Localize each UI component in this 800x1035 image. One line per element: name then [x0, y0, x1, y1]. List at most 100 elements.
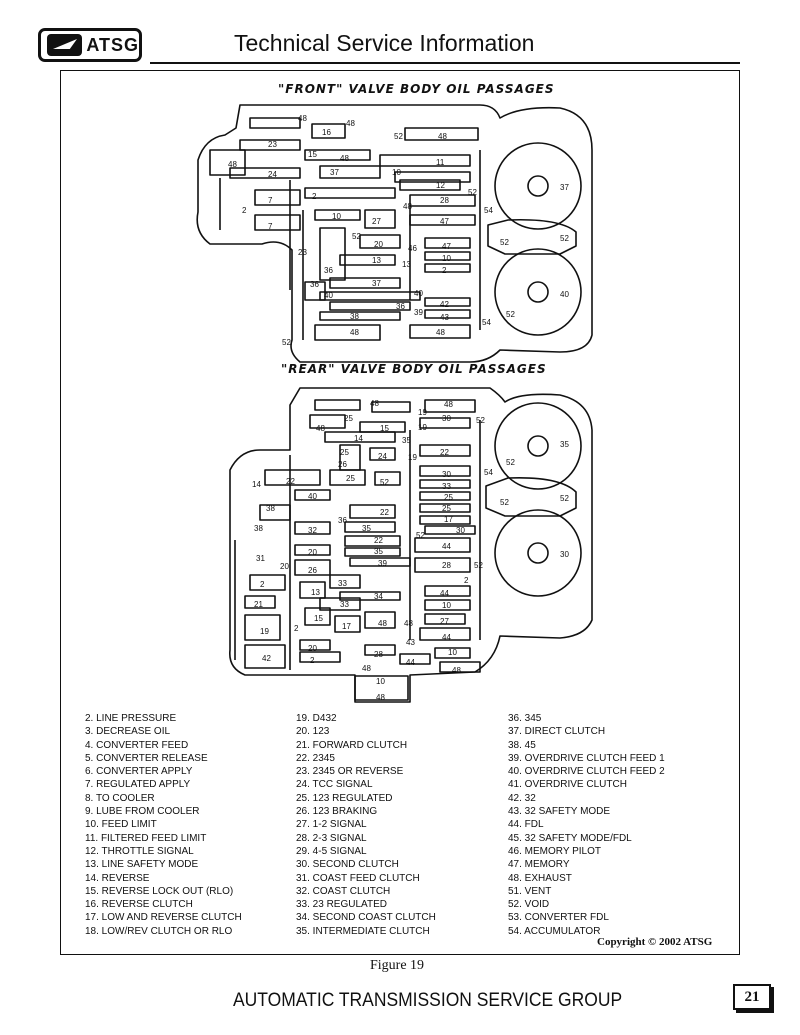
passage-number-label: 44 [442, 542, 451, 551]
passage-number-label: 52 [416, 531, 425, 540]
passage-number-label: 2 [310, 656, 315, 665]
figure-caption: Figure 19 [370, 958, 425, 973]
passage-number-label: 36 [396, 302, 405, 311]
page-title: Technical Service Information [234, 30, 535, 56]
legend-item: 52. VOID [508, 899, 550, 911]
passage-number-label: 33 [338, 579, 347, 588]
passage-number-label: 25 [346, 474, 355, 483]
passage-number-label: 52 [476, 416, 485, 425]
passage-number-label: 10 [448, 648, 457, 657]
passage-number-label: 23 [268, 140, 277, 149]
legend-item: 7. REGULATED APPLY [85, 779, 191, 791]
rear-valve-body-title: "REAR" VALVE BODY OIL PASSAGES [281, 362, 547, 376]
legend-item: 27. 1-2 SIGNAL [296, 819, 367, 831]
passage-number-label: 48 [378, 619, 387, 628]
passage-number-label: 28 [442, 561, 451, 570]
passage-number-label: 25 [344, 414, 353, 423]
passage-number-label: 36 [338, 516, 347, 525]
passage-number-label: 48 [298, 114, 307, 123]
passage-number-label: 37 [372, 279, 381, 288]
passage-number-label: 22 [440, 448, 449, 457]
passage-number-label: 33 [442, 482, 451, 491]
passage-number-label: 33 [340, 600, 349, 609]
passage-number-label: 39 [378, 559, 387, 568]
passage-number-label: 11 [436, 158, 445, 167]
passage-number-label: 10 [376, 677, 385, 686]
header-rule [150, 62, 740, 64]
passage-number-label: 25 [340, 448, 349, 457]
passage-number-label: 52 [506, 310, 515, 319]
passage-number-label: 40 [308, 492, 317, 501]
legend-item: 14. REVERSE [85, 872, 150, 884]
passage-number-label: 52 [474, 561, 483, 570]
passage-number-label: 28 [374, 650, 383, 659]
passage-number-label: 38 [266, 504, 275, 513]
passage-number-label: 2 [312, 192, 317, 201]
legend-item: 38. 45 [508, 739, 536, 751]
passage-number-label: 54 [484, 468, 493, 477]
legend-item: 15. REVERSE LOCK OUT (RLO) [85, 885, 234, 897]
legend-item: 3. DECREASE OIL [85, 726, 171, 738]
passage-number-label: 17 [444, 515, 453, 524]
passage-number-label: 19 [260, 627, 269, 636]
passage-number-label: 12 [436, 181, 445, 190]
passage-number-label: 48 [350, 328, 359, 337]
passage-number-label: 19 [418, 423, 427, 432]
passage-number-label: 48 [362, 664, 371, 673]
legend-item: 54. ACCUMULATOR [508, 925, 601, 937]
passage-number-label: 35 [374, 547, 383, 556]
passage-number-label: 23 [298, 248, 307, 257]
legend-item: 24. TCC SIGNAL [296, 779, 373, 791]
passage-number-label: 36 [310, 280, 319, 289]
passage-number-label: 15 [380, 424, 389, 433]
passage-number-label: 48 [403, 202, 412, 211]
legend-item: 8. TO COOLER [85, 792, 155, 804]
passage-number-label: 48 [452, 666, 461, 675]
legend-item: 51. VENT [508, 885, 552, 897]
passage-number-label: 22 [380, 508, 389, 517]
passage-number-label: 52 [380, 478, 389, 487]
legend-item: 19. D432 [296, 713, 337, 724]
passage-number-label: 44 [440, 589, 449, 598]
passage-number-label: 32 [308, 526, 317, 535]
legend-item: 22. 2345 [296, 752, 335, 764]
page-number: 21 [733, 984, 771, 1010]
passage-number-label: 30 [560, 550, 569, 559]
passage-number-label: 10 [332, 212, 341, 221]
passage-number-label: 48 [444, 400, 453, 409]
passage-number-label: 19 [408, 453, 417, 462]
passage-number-label: 22 [286, 477, 295, 486]
passage-number-label: 2 [242, 206, 247, 215]
passage-number-label: 44 [406, 658, 415, 667]
legend-item: 34. SECOND COAST CLUTCH [296, 912, 436, 924]
legend-item: 32. COAST CLUTCH [296, 885, 391, 897]
passage-number-label: 30 [442, 470, 451, 479]
legend-item: 17. LOW AND REVERSE CLUTCH [85, 912, 242, 924]
passage-number-label: 31 [256, 554, 265, 563]
legend-item: 40. OVERDRIVE CLUTCH FEED 2 [508, 766, 665, 778]
passage-number-label: 35 [560, 440, 569, 449]
legend-item: 33. 23 REGULATED [296, 899, 387, 911]
legend-item: 48. EXHAUST [508, 872, 572, 884]
legend-item: 21. FORWARD CLUTCH [296, 739, 408, 751]
passage-number-label: 14 [354, 434, 363, 443]
passage-number-label: 7 [268, 196, 273, 205]
legend-item: 5. CONVERTER RELEASE [85, 752, 208, 764]
passage-number-label: 47 [442, 242, 451, 251]
legend-item: 9. LUBE FROM COOLER [85, 806, 200, 818]
legend-item: 41. OVERDRIVE CLUTCH [508, 779, 627, 791]
legend-item: 18. LOW/REV CLUTCH OR RLO [85, 925, 233, 937]
passage-number-label: 47 [440, 217, 449, 226]
passage-number-label: 43 [440, 313, 449, 322]
passage-number-label: 43 [406, 638, 415, 647]
legend-item: 28. 2-3 SIGNAL [296, 832, 367, 844]
legend-item: 20. 123 [296, 726, 330, 738]
passage-number-label: 48 [438, 132, 447, 141]
logo-text: ATSG [86, 34, 139, 55]
passage-number-label: 42 [262, 654, 271, 663]
legend-item: 45. 32 SAFETY MODE/FDL [508, 832, 632, 844]
front-valve-body-title: "FRONT" VALVE BODY OIL PASSAGES [278, 82, 555, 96]
footer-org-name: AUTOMATIC TRANSMISSION SERVICE GROUP [233, 990, 623, 1011]
